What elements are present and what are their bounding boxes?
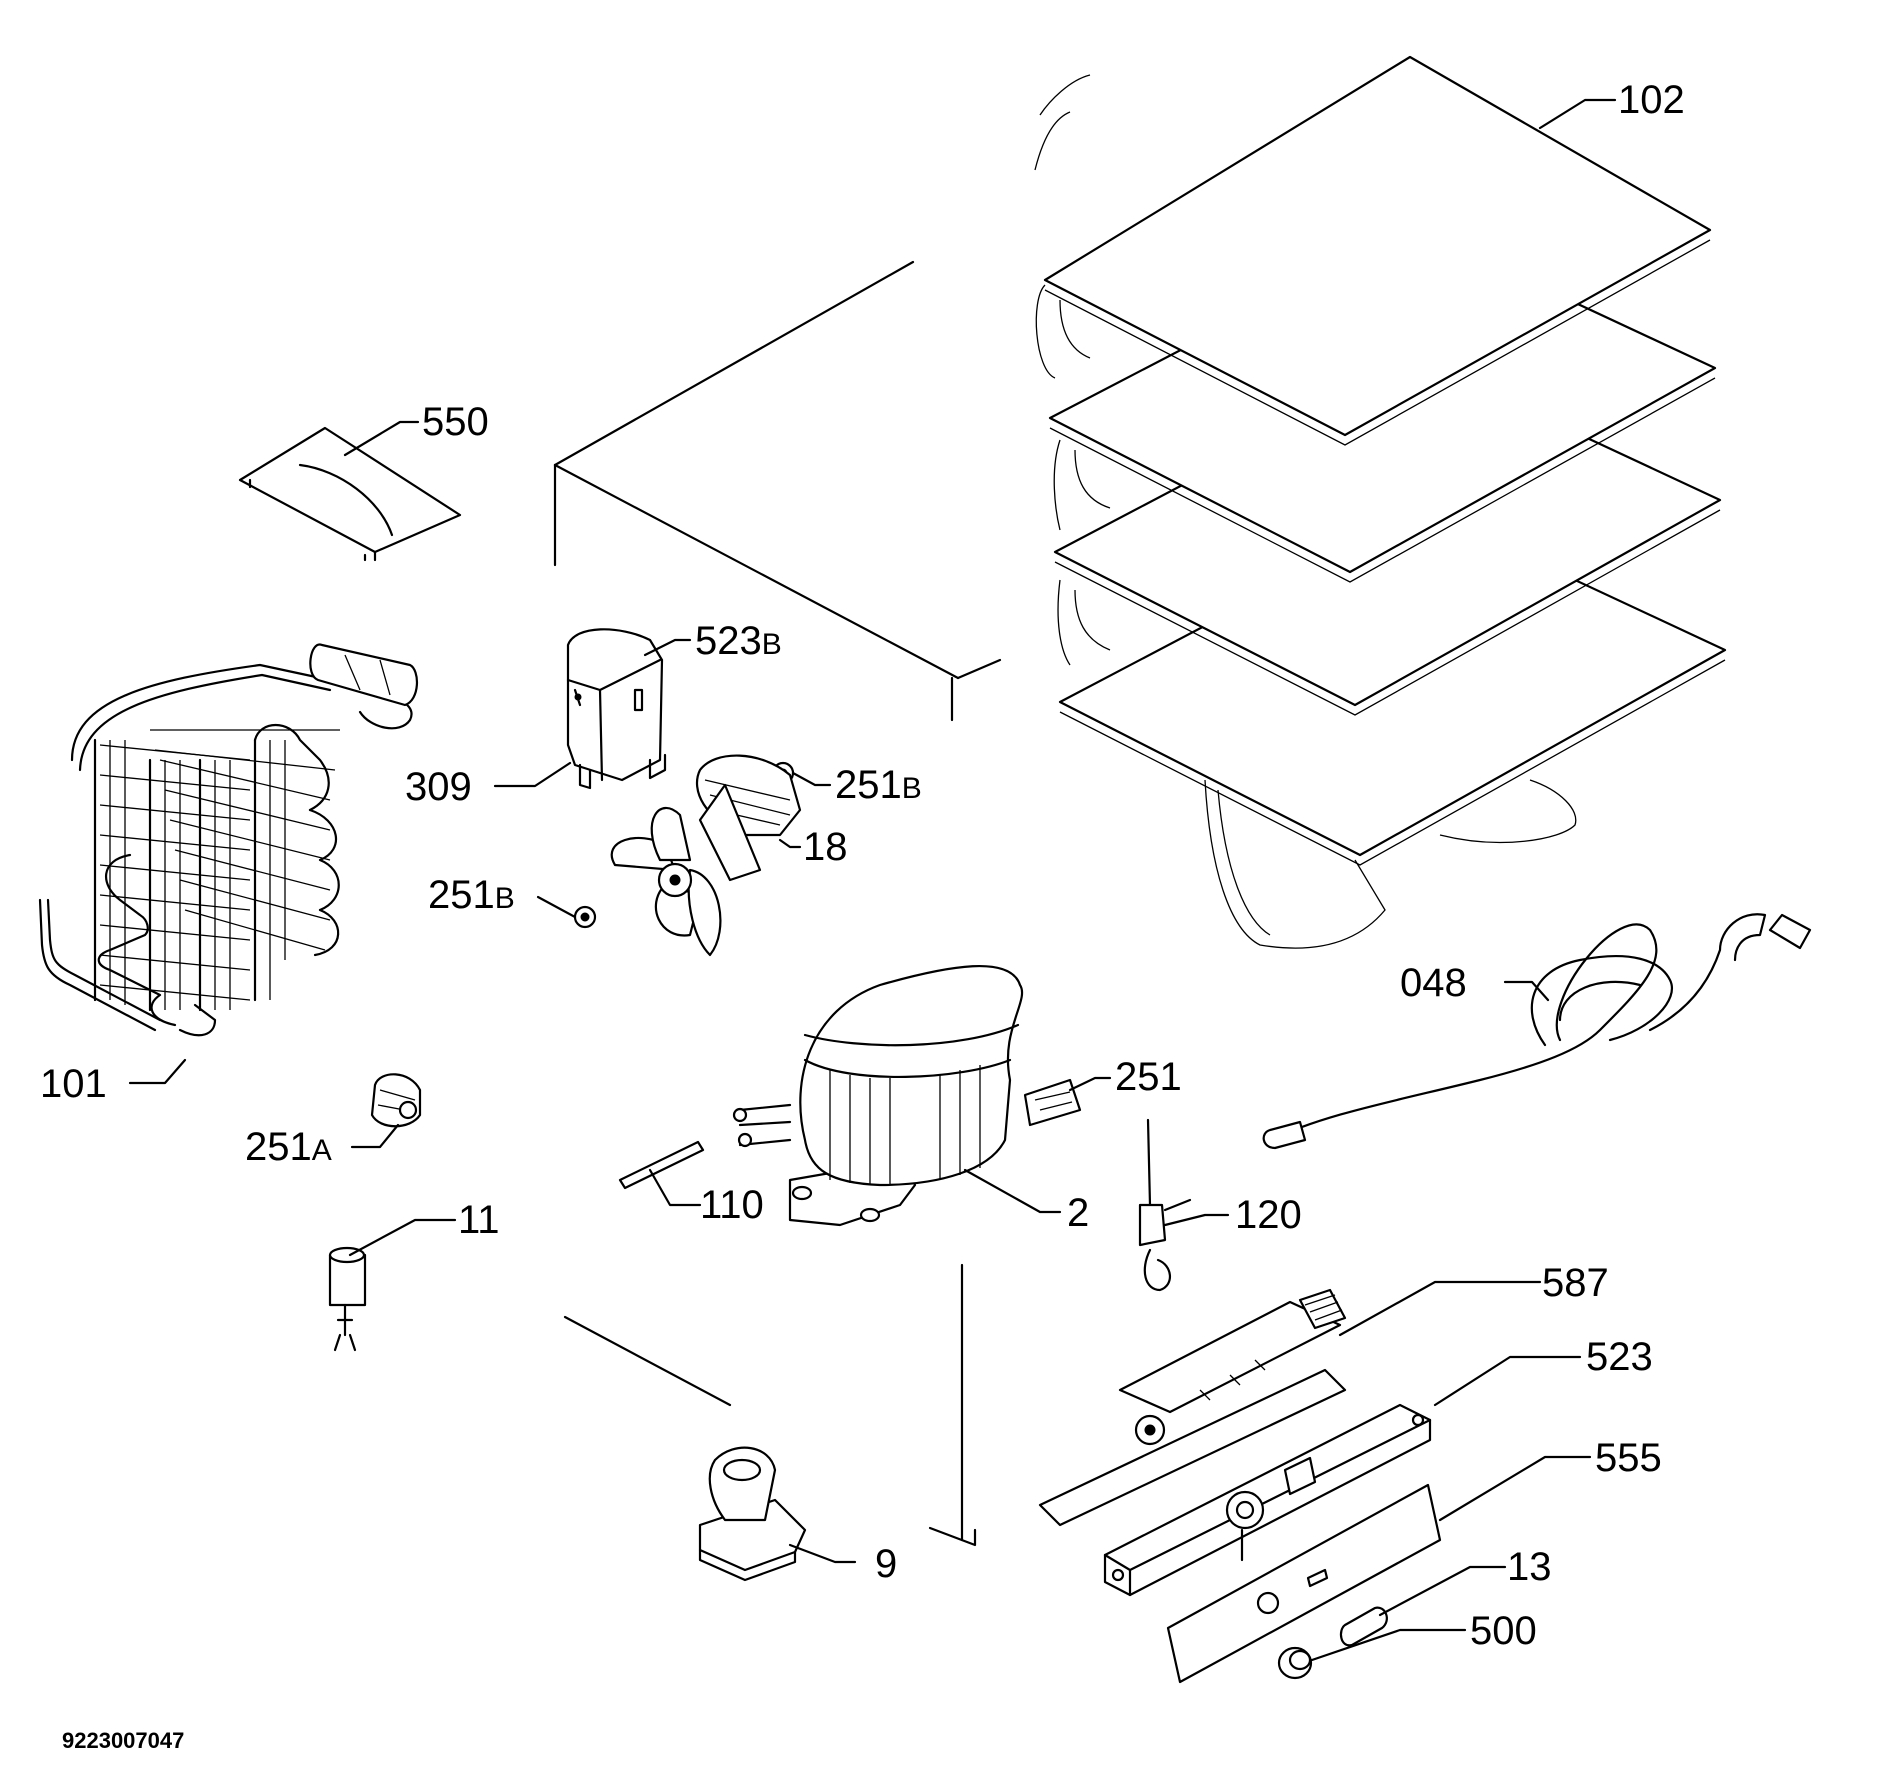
power-cable	[1262, 913, 1812, 1150]
thermostat-housing	[1038, 1288, 1347, 1527]
callout-120: 120	[1235, 1193, 1302, 1237]
callout-2: 2	[1067, 1191, 1089, 1235]
callout-11: 11	[458, 1198, 500, 1242]
relay-cover	[566, 628, 667, 790]
shelf-stack	[1034, 55, 1727, 949]
compressor	[732, 964, 1082, 1227]
callout-523b: 523B	[695, 619, 782, 663]
callout-18: 18	[803, 825, 848, 869]
callout-587: 587	[1542, 1261, 1609, 1305]
knob	[1339, 1606, 1388, 1647]
callout-309: 309	[405, 765, 472, 809]
reset-button	[1277, 1646, 1313, 1680]
callout-9: 9	[875, 1542, 897, 1586]
cabinet-outline	[553, 260, 1002, 1547]
capillary-tube	[618, 1140, 705, 1190]
callout-13: 13	[1507, 1545, 1552, 1589]
leader-lines	[128, 98, 1617, 1662]
callout-500: 500	[1470, 1609, 1537, 1653]
cover-part	[238, 426, 462, 562]
rubber-pad	[370, 1073, 422, 1128]
callout-101: 101	[40, 1062, 107, 1106]
document-number: 9223007047	[62, 1728, 184, 1753]
callout-labels: 102 550 523B 309 251B 18 251B 048 101 25…	[40, 78, 1685, 1653]
callout-251a: 251A	[245, 1125, 332, 1169]
callout-251: 251	[1115, 1055, 1182, 1099]
callout-251b-top: 251B	[835, 763, 922, 807]
service-valve	[1138, 1118, 1192, 1292]
callout-110: 110	[700, 1183, 764, 1227]
callout-550: 550	[422, 400, 489, 444]
grommet-left	[573, 905, 597, 929]
condenser-coil	[38, 643, 418, 1037]
temperature-sensor	[328, 1246, 367, 1352]
callout-555: 555	[1595, 1436, 1662, 1480]
control-panel	[1103, 1403, 1432, 1597]
callout-102: 102	[1618, 78, 1685, 122]
callout-048: 048	[1400, 961, 1467, 1005]
callout-251b-left: 251B	[428, 873, 515, 917]
fan-motor	[610, 754, 802, 957]
lamp-holder	[698, 1446, 807, 1582]
cover-plate	[1166, 1483, 1442, 1684]
callout-523: 523	[1586, 1335, 1653, 1379]
